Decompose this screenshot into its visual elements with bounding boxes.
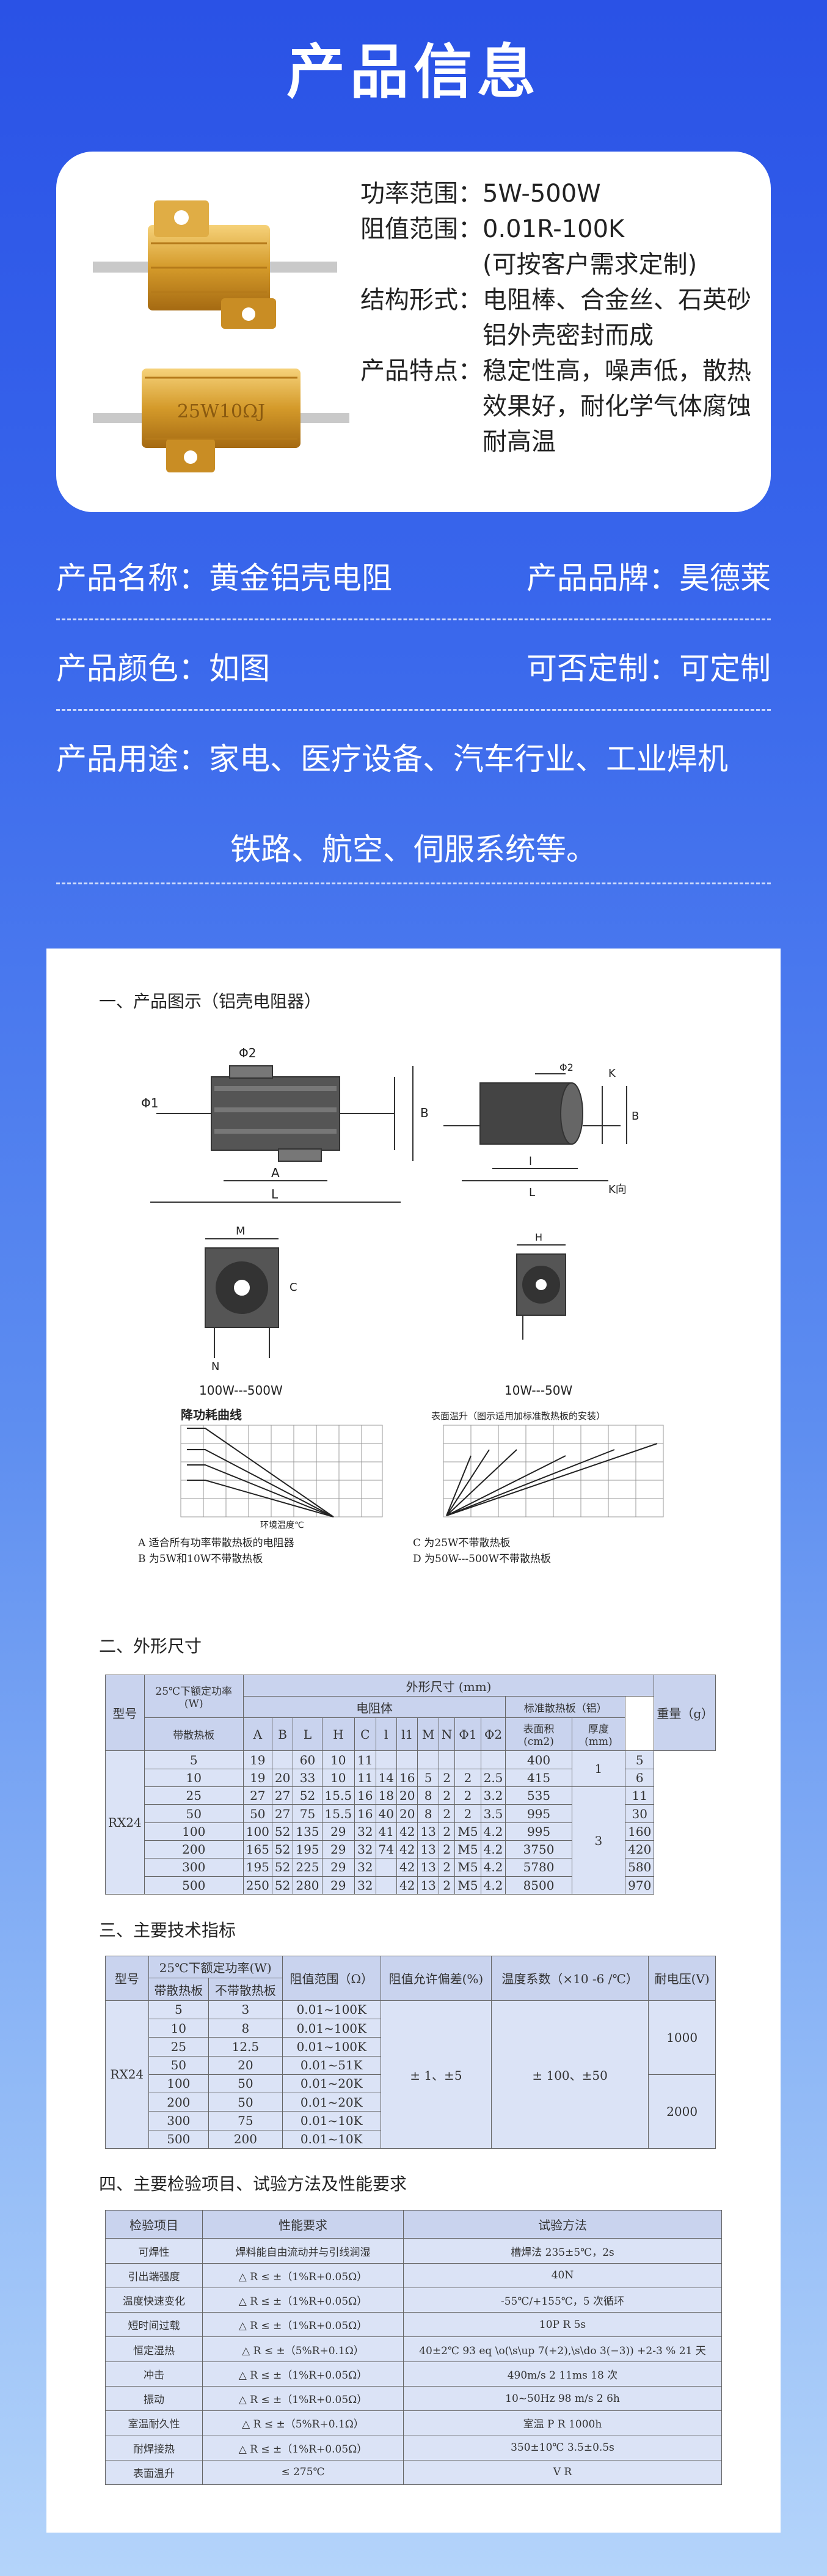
label-small-range: 10W---50W [505, 1383, 573, 1398]
product-photo: 25W10ΩJ [93, 200, 349, 472]
dimension-table: 型号 25℃下额定功率(W) 外形尺寸 (mm) 重量（g） 电阻体 标准散热板… [105, 1674, 716, 1895]
divider [56, 618, 771, 620]
table-row: 室温耐久性△ R ≤ ±（5%R+0.1Ω）室温 P R 1000h [105, 2410, 722, 2436]
svg-text:Φ2: Φ2 [559, 1062, 574, 1073]
table-row: 恒定湿热△ R ≤ ±（5%R+0.1Ω）40±2℃ 93 eq \o(\s\u… [105, 2336, 722, 2362]
test-table: 检验项目 性能要求 试验方法 可焊性焊料能自由流动并与引线润湿槽焊法 235±5… [105, 2209, 722, 2486]
tech-table: 型号 25℃下额定功率(W) 阻值范围（Ω） 阻值允许偏差(%) 温度系数（×1… [105, 1955, 716, 2149]
label-L: L [271, 1187, 279, 1202]
info-usage-1: 产品用途：家电、医疗设备、汽车行业、工业焊机 [56, 741, 728, 777]
label-H: H [535, 1231, 542, 1243]
label-big-range: 100W---500W [199, 1383, 283, 1398]
spec-row: 功率范围：5W-500W [360, 180, 601, 208]
spec-sheet: 一、产品图示（铝壳电阻器） Φ2 Φ1 A L B [46, 949, 781, 2533]
product-card: 25W10ΩJ 功率范围：5W-500W 阻值范围：0.01R-100K 阻值范… [56, 152, 771, 512]
svg-text:B: B [632, 1110, 639, 1123]
spec-row: 阻值范围：0.01R-100K [360, 215, 625, 243]
label-phi2: Φ2 [239, 1046, 256, 1060]
label-M: M [236, 1225, 246, 1238]
product-name: 产品名称：黄金铝壳电阻 [56, 560, 392, 596]
table-row: 振动△ R ≤ ±（1%R+0.05Ω）10~50Hz 98 m/s 2 6h [105, 2385, 722, 2412]
spec-row: 产品特点：稳定性高，噪声低，散热效果好，耐化学气体腐蚀耐高温 [360, 357, 751, 456]
table-row: 冲击△ R ≤ ±（1%R+0.05Ω）490m/s 2 11ms 18 次 [105, 2361, 722, 2387]
spec-row: 阻值范围：(可按客户需求定制) [483, 251, 698, 279]
svg-text:L: L [529, 1186, 535, 1199]
product-custom: 可否定制：可定制 [526, 651, 771, 686]
section-title-2: 二、外形尺寸 [99, 1636, 202, 1656]
product-color: 产品颜色：如图 [56, 651, 270, 686]
label-A: A [271, 1165, 280, 1180]
spec-row: 结构形式：电阻棒、合金丝、石英砂铝外壳密封而成 [360, 286, 751, 350]
divider [56, 883, 771, 884]
label-phi1: Φ1 [141, 1096, 158, 1110]
label-K: K [608, 1067, 616, 1080]
derating-xlabel: 环境温度℃ [260, 1521, 304, 1529]
info-row-1: 产品名称：黄金铝壳电阻 产品品牌：昊德莱 [56, 554, 771, 598]
label-C: C [290, 1281, 297, 1294]
info-usage-2: 铁路、航空、伺服系统等。 [230, 832, 597, 867]
info-row-2: 产品颜色：如图 可否定制：可定制 [56, 644, 771, 688]
label-B: B [420, 1106, 429, 1120]
table-row: 短时间过载△ R ≤ ±（1%R+0.05Ω）10P R 5s [105, 2312, 722, 2338]
derating-title: 降功耗曲线 [181, 1407, 242, 1422]
table-row: 引出端强度△ R ≤ ±（1%R+0.05Ω）40N [105, 2262, 722, 2288]
table-row: 温度快速变化△ R ≤ ±（1%R+0.05Ω）-55℃/+155℃，5 次循环 [105, 2287, 722, 2313]
section-title-4: 四、主要检验项目、试验方法及性能要求 [99, 2174, 407, 2194]
section-title-3: 三、主要技术指标 [99, 1920, 236, 1940]
product-brand: 产品品牌：昊德莱 [526, 560, 771, 596]
label-K-dir: K向 [608, 1183, 627, 1196]
table-row: 耐焊接热△ R ≤ ±（1%R+0.05Ω）350±10℃ 3.5±0.5s [105, 2435, 722, 2460]
dimension-drawings: Φ2 Φ1 A L B Φ2 K l L B K向 [141, 1046, 664, 1529]
product-marking: 25W10ΩJ [177, 401, 265, 422]
page-title: 产品信息 [286, 38, 541, 106]
label-l: l [529, 1155, 532, 1168]
table-row: 可焊性焊料能自由流动并与引线润湿槽焊法 235±5℃，2s [105, 2238, 722, 2264]
section-title-1: 一、产品图示（铝壳电阻器） [99, 991, 322, 1011]
surface-title: 表面温升（图示适用加标准散热板的安装） [431, 1411, 605, 1422]
spec-list: 功率范围：5W-500W 阻值范围：0.01R-100K 阻值范围：(可按客户需… [360, 176, 763, 460]
label-N: N [211, 1360, 219, 1373]
divider [56, 709, 771, 711]
